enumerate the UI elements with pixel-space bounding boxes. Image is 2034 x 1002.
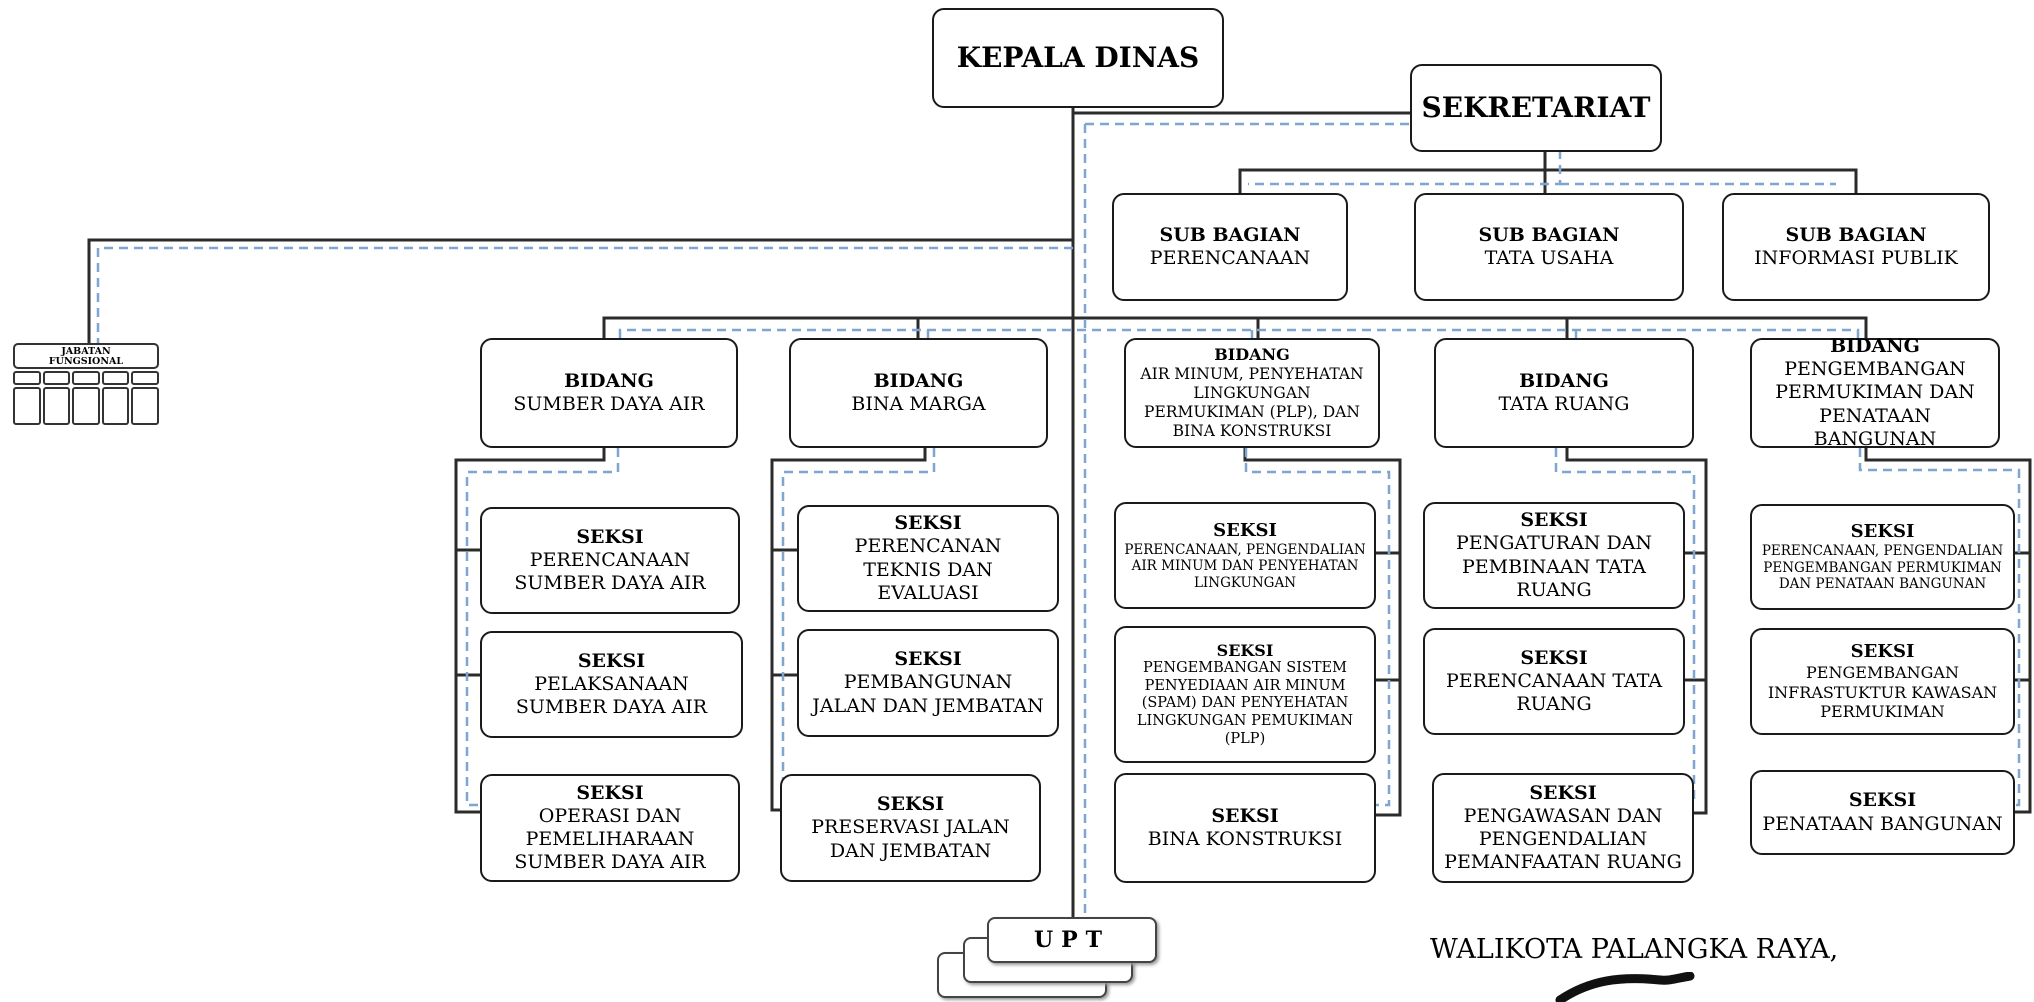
subbagian-informasi-publik-box: SUB BAGIAN INFORMASI PUBLIK bbox=[1722, 193, 1990, 301]
seksi-pengembangan-spam-box: SEKSI PENGEMBANGAN SISTEM PENYEDIAAN AIR… bbox=[1114, 626, 1376, 763]
seksi-name: PENGEMBANGAN INFRASTUKTUR KAWASAN PERMUK… bbox=[1767, 663, 1998, 722]
seksi-name: PEMBANGUNAN JALAN DAN JEMBATAN bbox=[812, 671, 1044, 717]
subbagian-tata-usaha-box: SUB BAGIAN TATA USAHA bbox=[1414, 193, 1684, 301]
seksi-infrastruktur-kawasan-box: SEKSI PENGEMBANGAN INFRASTUKTUR KAWASAN … bbox=[1750, 628, 2015, 735]
seksi-title: SEKSI bbox=[894, 648, 962, 671]
subbagian-title: SUB BAGIAN bbox=[1478, 223, 1620, 246]
seksi-title: SEKSI bbox=[1850, 641, 1915, 663]
bidang-name: SUMBER DAYA AIR bbox=[513, 393, 705, 415]
seksi-bina-konstruksi-box: SEKSI BINA KONSTRUKSI bbox=[1114, 773, 1376, 883]
subbagian-name: PERENCANAAN bbox=[1149, 247, 1311, 269]
seksi-name: PENGAWASAN DAN PENGENDALIAN PEMANFAATAN … bbox=[1444, 804, 1682, 874]
bidang-sumber-daya-air-box: BIDANG SUMBER DAYA AIR bbox=[480, 338, 738, 448]
seksi-pembangunan-jalan-box: SEKSI PEMBANGUNAN JALAN DAN JEMBATAN bbox=[797, 629, 1059, 737]
seksi-pelaksanaan-sda-box: SEKSI PELAKSANAAN SUMBER DAYA AIR bbox=[480, 631, 743, 738]
bidang-tata-ruang-box: BIDANG TATA RUANG bbox=[1434, 338, 1694, 448]
seksi-title: SEKSI bbox=[1850, 521, 1915, 543]
signature-text: WALIKOTA PALANGKA RAYA, bbox=[1430, 934, 1839, 965]
kepala-dinas-box: KEPALA DINAS bbox=[932, 8, 1224, 108]
bidang-air-minum-box: BIDANG AIR MINUM, PENYEHATAN LINGKUNGAN … bbox=[1124, 338, 1380, 448]
seksi-name: OPERASI DAN PEMELIHARAAN SUMBER DAYA AIR bbox=[514, 804, 706, 874]
seksi-name: PENGEMBANGAN SISTEM PENYEDIAAN AIR MINUM… bbox=[1136, 660, 1354, 747]
seksi-title: SEKSI bbox=[876, 793, 945, 816]
bidang-name: TATA RUANG bbox=[1498, 393, 1630, 415]
seksi-name: PENGATURAN DAN PEMBINAAN TATA RUANG bbox=[1455, 532, 1653, 601]
jabatan-fungsional-icon: JABATAN FUNGSIONAL bbox=[13, 343, 159, 425]
bidang-title: BIDANG bbox=[564, 369, 654, 392]
seksi-name: PENATAAN BANGUNAN bbox=[1762, 812, 2003, 835]
seksi-title: SEKSI bbox=[577, 649, 646, 672]
seksi-title: SEKSI bbox=[1211, 804, 1279, 827]
seksi-pengaturan-tata-ruang-box: SEKSI PENGATURAN DAN PEMBINAAN TATA RUAN… bbox=[1423, 502, 1685, 609]
seksi-name: PERENCANAN TEKNIS DAN EVALUASI bbox=[854, 535, 1002, 604]
sekretariat-box: SEKRETARIAT bbox=[1410, 64, 1662, 152]
upt-box: UPT bbox=[987, 917, 1157, 963]
seksi-name: BINA KONSTRUKSI bbox=[1147, 828, 1343, 850]
seksi-perencanan-teknis-box: SEKSI PERENCANAN TEKNIS DAN EVALUASI bbox=[797, 505, 1059, 612]
seksi-penataan-bangunan-box: SEKSI PENATAAN BANGUNAN bbox=[1750, 770, 2015, 855]
upt-label: UPT bbox=[1033, 927, 1111, 953]
seksi-title: SEKSI bbox=[1213, 519, 1277, 541]
subbagian-name: INFORMASI PUBLIK bbox=[1754, 247, 1958, 269]
seksi-title: SEKSI bbox=[576, 781, 644, 804]
seksi-name: PERENCANAAN, PENGENDALIAN AIR MINUM DAN … bbox=[1124, 541, 1366, 591]
seksi-title: SEKSI bbox=[1216, 640, 1274, 660]
bidang-pengembangan-permukiman-box: BIDANG PENGEMBANGAN PERMUKIMAN DAN PENAT… bbox=[1750, 335, 2000, 450]
seksi-name: PERENCANAAN TATA RUANG bbox=[1445, 669, 1663, 716]
seksi-title: SEKSI bbox=[576, 525, 644, 548]
bidang-name: BINA MARGA bbox=[851, 393, 986, 415]
seksi-name: PERENCANAAN SUMBER DAYA AIR bbox=[514, 548, 706, 595]
seksi-name: PRESERVASI JALAN DAN JEMBATAN bbox=[811, 816, 1010, 862]
seksi-perencanaan-permukiman-box: SEKSI PERENCANAAN, PENGENDALIAN PENGEMBA… bbox=[1750, 504, 2015, 610]
jabatan-label-line1: JABATAN bbox=[61, 346, 111, 357]
subbagian-name: TATA USAHA bbox=[1484, 247, 1614, 269]
seksi-operasi-sda-box: SEKSI OPERASI DAN PEMELIHARAAN SUMBER DA… bbox=[480, 774, 740, 882]
bidang-name: AIR MINUM, PENYEHATAN LINGKUNGAN PERMUKI… bbox=[1140, 364, 1364, 440]
signature-mark bbox=[1555, 972, 1695, 1002]
seksi-perencanaan-sda-box: SEKSI PERENCANAAN SUMBER DAYA AIR bbox=[480, 507, 740, 614]
subbagian-title: SUB BAGIAN bbox=[1159, 223, 1301, 246]
seksi-title: SEKSI bbox=[1520, 646, 1588, 669]
bidang-name: PENGEMBANGAN PERMUKIMAN DAN PENATAAN BAN… bbox=[1775, 358, 1975, 450]
kepala-dinas-title: KEPALA DINAS bbox=[956, 40, 1200, 74]
sekretariat-title: SEKRETARIAT bbox=[1421, 90, 1651, 124]
jabatan-label-line2: FUNGSIONAL bbox=[48, 356, 124, 367]
bidang-bina-marga-box: BIDANG BINA MARGA bbox=[789, 338, 1048, 448]
bidang-title: BIDANG bbox=[1519, 369, 1609, 392]
subbagian-title: SUB BAGIAN bbox=[1785, 223, 1927, 246]
subbagian-perencanaan-box: SUB BAGIAN PERENCANAAN bbox=[1112, 193, 1348, 301]
seksi-title: SEKSI bbox=[1848, 789, 1917, 812]
seksi-pengawasan-ruang-box: SEKSI PENGAWASAN DAN PENGENDALIAN PEMANF… bbox=[1432, 773, 1694, 883]
bidang-title: BIDANG bbox=[1830, 335, 1920, 358]
seksi-name: PERENCANAAN, PENGENDALIAN PENGEMBANGAN P… bbox=[1761, 543, 2004, 593]
jabatan-fungsional-label: JABATAN FUNGSIONAL bbox=[13, 343, 159, 369]
seksi-name: PELAKSANAAN SUMBER DAYA AIR bbox=[515, 672, 708, 719]
bidang-title: BIDANG bbox=[1214, 345, 1290, 365]
bidang-title: BIDANG bbox=[873, 369, 964, 392]
seksi-title: SEKSI bbox=[1529, 781, 1597, 804]
seksi-title: SEKSI bbox=[894, 512, 962, 535]
seksi-title: SEKSI bbox=[1520, 509, 1588, 532]
seksi-preservasi-jalan-box: SEKSI PRESERVASI JALAN DAN JEMBATAN bbox=[780, 774, 1041, 882]
seksi-perencanaan-air-minum-box: SEKSI PERENCANAAN, PENGENDALIAN AIR MINU… bbox=[1114, 502, 1376, 609]
seksi-perencanaan-tata-ruang-box: SEKSI PERENCANAAN TATA RUANG bbox=[1423, 628, 1685, 735]
